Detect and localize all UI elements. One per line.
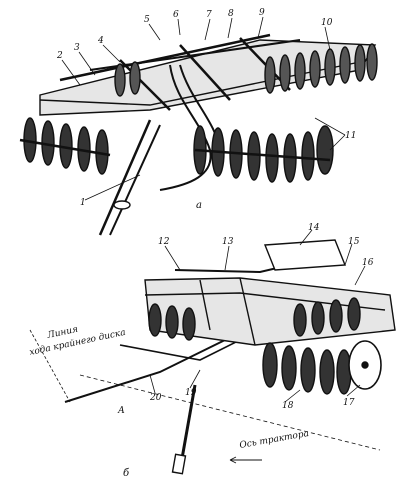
callout-1: 1 — [80, 198, 86, 208]
callout-17: 17 — [343, 398, 355, 408]
callout-6: 6 — [173, 10, 179, 20]
callout-14: 14 — [308, 223, 320, 233]
callout-12: 12 — [158, 237, 170, 247]
callout-5: 5 — [144, 15, 150, 25]
panel-label-b: б — [123, 468, 130, 479]
callout-8: 8 — [228, 9, 234, 19]
callout-16: 16 — [362, 258, 374, 268]
panel-label-a: а — [196, 200, 202, 211]
callout-2: 2 — [56, 51, 63, 61]
harrow-a — [19, 16, 378, 236]
callout-4: 4 — [97, 36, 104, 46]
callout-9: 9 — [259, 8, 265, 18]
callout-10: 10 — [321, 18, 333, 28]
callout-18: 18 — [282, 401, 294, 411]
callout-11: 11 — [345, 131, 356, 141]
callout-13: 13 — [222, 237, 234, 247]
callout-3: 3 — [74, 43, 80, 53]
tractor-axis-label: Ось трактора — [239, 429, 310, 451]
callout-19: 19 — [185, 388, 197, 398]
harrow-b — [29, 229, 396, 475]
callout-7: 7 — [206, 10, 212, 20]
callout-20: 20 — [149, 393, 162, 403]
callout-15: 15 — [348, 237, 360, 247]
point-a-label: А — [117, 406, 125, 416]
